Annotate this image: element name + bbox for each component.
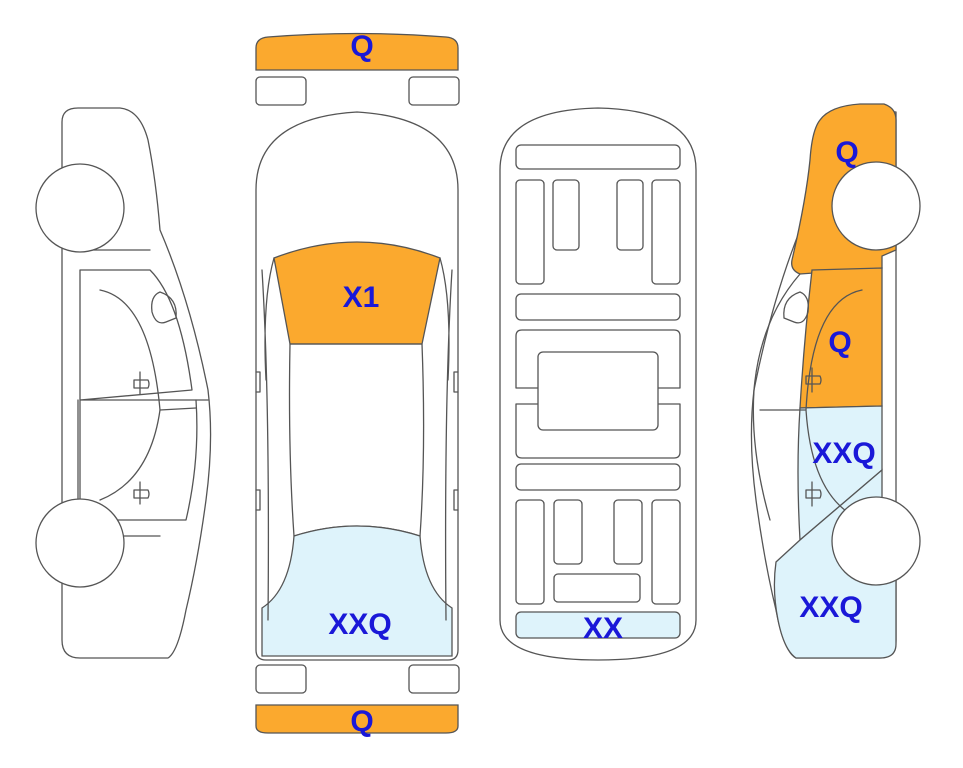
underbody-panel-8 bbox=[553, 499, 583, 565]
left-side-window-line bbox=[99, 289, 161, 501]
rear-light-right bbox=[408, 664, 460, 694]
rear-window bbox=[261, 525, 453, 657]
top-view-side-lines bbox=[261, 257, 453, 621]
underbody-panel-5 bbox=[515, 293, 681, 321]
underbody-panel-4 bbox=[651, 179, 681, 285]
left-side-door-handle-front bbox=[133, 371, 150, 395]
label-rear-bumper: Q bbox=[350, 705, 373, 738]
underbody-panel-front bbox=[515, 144, 681, 170]
label-underbody-rear: XX bbox=[583, 612, 623, 645]
front-bumper bbox=[255, 32, 459, 71]
right-side-window-lines bbox=[752, 273, 863, 521]
front-headlight-left bbox=[255, 76, 307, 106]
left-side-front-wheel bbox=[35, 163, 125, 253]
underbody-panel-3 bbox=[616, 179, 644, 251]
front-headlight-right bbox=[408, 76, 460, 106]
top-view bbox=[255, 32, 460, 734]
top-view-mirrors bbox=[255, 371, 459, 511]
damage-labels: Q X1 XXQ Q XX Q Q XXQ XXQ bbox=[328, 30, 875, 738]
right-side-front-wheel bbox=[831, 161, 921, 251]
underbody-panel-6 bbox=[515, 463, 681, 491]
left-side-rear-wheel bbox=[35, 498, 125, 588]
rear-light-left bbox=[255, 664, 307, 694]
underbody-center-box bbox=[537, 351, 659, 431]
rear-bumper bbox=[255, 704, 459, 734]
underbody-panel-10 bbox=[651, 499, 681, 605]
right-side-rear-wheel bbox=[831, 496, 921, 586]
label-right-front-fender: Q bbox=[835, 136, 858, 169]
label-right-front-door: Q bbox=[828, 326, 851, 359]
underbody-rear-panel bbox=[515, 611, 681, 639]
underbody-panel-11 bbox=[553, 573, 641, 603]
left-side-door-handle-rear bbox=[133, 481, 150, 505]
left-side-view bbox=[35, 107, 212, 659]
underbody-panel-9 bbox=[613, 499, 643, 565]
underbody-panel-1 bbox=[515, 179, 545, 285]
right-side-door-handle-rear bbox=[805, 481, 822, 507]
right-side-door-handle-front bbox=[805, 367, 822, 393]
label-rear-window: XXQ bbox=[328, 608, 391, 641]
label-right-rear-quarter: XXQ bbox=[799, 591, 862, 624]
underbody-view bbox=[499, 107, 697, 661]
left-side-mirror bbox=[151, 291, 177, 324]
right-side-view bbox=[750, 103, 921, 659]
underbody-panel-2 bbox=[552, 179, 580, 251]
right-side-mirror bbox=[783, 291, 809, 324]
label-right-rear-door: XXQ bbox=[812, 437, 875, 470]
label-front-bumper: Q bbox=[350, 30, 373, 63]
underbody-frame-center bbox=[515, 329, 681, 459]
underbody-panel-7 bbox=[515, 499, 545, 605]
label-hood-windshield: X1 bbox=[343, 281, 380, 314]
